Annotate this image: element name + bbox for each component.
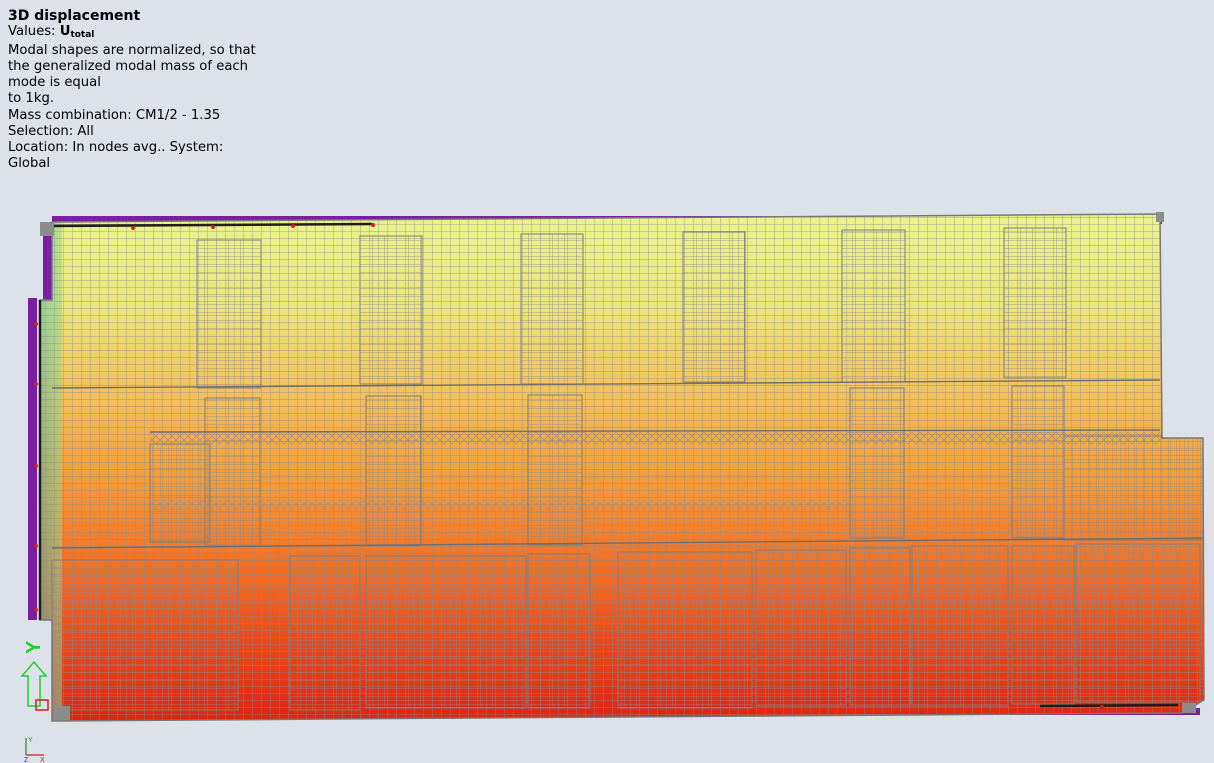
wall-panels-middle — [149, 385, 1204, 547]
selection-label: Selection: All — [8, 123, 94, 139]
location-label-1: Location: In nodes avg.. System: — [8, 139, 224, 155]
normalization-note-4: to 1kg. — [8, 91, 55, 107]
wall-panels-lower — [51, 543, 1201, 711]
result-info-panel: 3D displacement Values: Utotal Modal sha… — [8, 8, 270, 172]
structural-lines — [51, 379, 1204, 549]
result-title: 3D displacement — [8, 8, 141, 24]
triad-z-label: Z — [24, 757, 29, 763]
support-nodes — [34, 223, 1104, 709]
triad-y-label: Y — [28, 737, 33, 744]
corner-blocks — [40, 212, 1196, 720]
normalization-note-3: mode is equal — [8, 75, 101, 91]
values-subscript: total — [70, 30, 95, 41]
support-lines — [38, 222, 1179, 708]
support-strip-left-lower — [28, 298, 37, 620]
wall-panels-upper — [196, 227, 1067, 389]
slab-contour — [40, 214, 1204, 721]
corridor-bands — [150, 432, 1160, 510]
location-label-2: Global — [8, 155, 51, 171]
mass-combination: Mass combination: CM1/2 - 1.35 — [8, 107, 221, 123]
values-label: Values: Utotal — [8, 24, 270, 43]
normalization-note-1: Modal shapes are normalized, so that — [8, 43, 256, 59]
slab-outline — [39, 213, 1205, 722]
global-y-axis-label: Y — [23, 640, 45, 654]
coordinate-triad-icon: Y X Z — [24, 737, 45, 763]
values-prefix: Values: — [8, 24, 60, 40]
global-y-axis-icon: Y — [20, 640, 49, 711]
support-strip-left — [43, 225, 52, 300]
triad-x-label: X — [40, 757, 45, 763]
normalization-note-2: the generalized modal mass of each — [8, 59, 249, 75]
values-variable: U — [59, 24, 71, 40]
